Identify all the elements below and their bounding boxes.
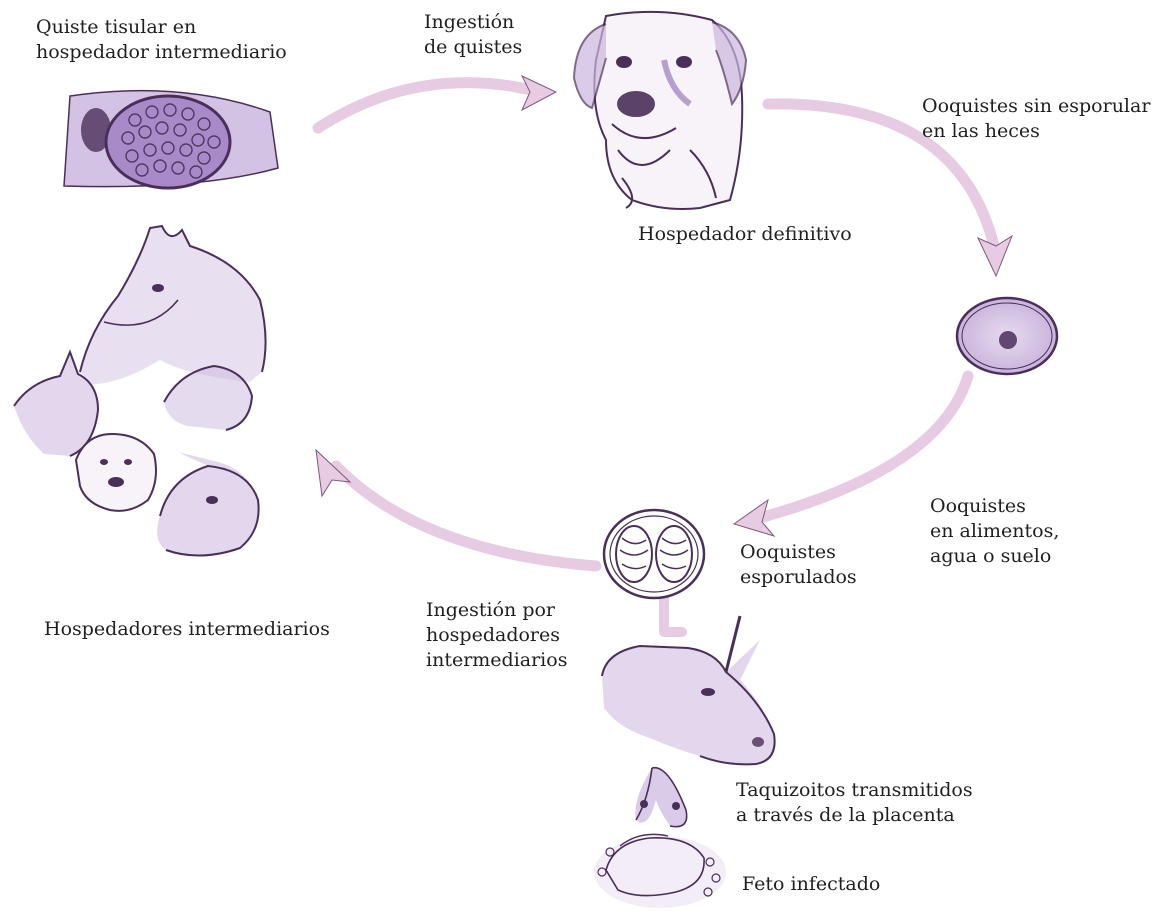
sporulated-oocyst-illustration xyxy=(604,510,704,598)
label-oocysts-environment: Ooquistes en alimentos, agua o suelo xyxy=(930,494,1059,569)
tachyzoites-illustration xyxy=(635,768,686,827)
label-intermediate-hosts: Hospedadores intermediarios xyxy=(44,617,330,642)
label-sporulated-oocysts: Ooquistes esporulados xyxy=(740,540,857,590)
arrow-cyst-to-dog xyxy=(318,76,556,128)
fetus-illustration xyxy=(594,834,726,908)
label-cyst-ingestion: Ingestión de quistes xyxy=(424,10,522,60)
oocyst-illustration xyxy=(957,298,1057,374)
cow-head-illustration xyxy=(602,616,775,764)
label-tachyzoites: Taquizoitos transmitidos a través de la … xyxy=(736,778,973,828)
label-unsporulated-oocysts: Ooquistes sin esporular en las heces xyxy=(922,94,1150,144)
animal-heads-illustration xyxy=(14,226,266,556)
label-definitive-host: Hospedador definitivo xyxy=(638,222,852,247)
tissue-cyst-illustration xyxy=(64,91,278,188)
dog-head-illustration xyxy=(574,12,746,209)
arrow-sporulated-to-cow xyxy=(664,596,682,632)
label-infected-fetus: Feto infectado xyxy=(742,872,880,897)
label-tissue-cyst: Quiste tisular en hospedador intermediar… xyxy=(36,15,287,65)
arrow-sporulated-to-hosts xyxy=(316,450,596,566)
label-intermediate-ingestion: Ingestión por hospedadores intermediario… xyxy=(426,598,567,673)
